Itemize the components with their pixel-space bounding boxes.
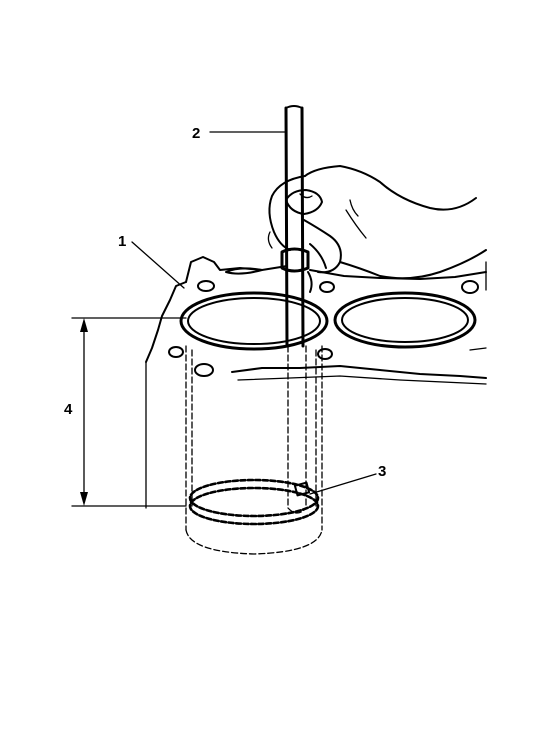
rod-hidden-portion [287, 345, 307, 514]
measuring-rod [280, 105, 310, 348]
engine-block-deck [145, 256, 487, 509]
hand-illustration [267, 165, 487, 293]
cylinder-hidden-outline [185, 345, 323, 555]
leader-lines [131, 131, 377, 495]
cylinder-bore-openings [179, 291, 477, 351]
callout-4: 4 [64, 401, 73, 418]
piston-ring [188, 478, 320, 526]
depth-dimension [71, 317, 187, 507]
callout-2: 2 [192, 125, 200, 142]
callout-3: 3 [378, 463, 386, 480]
gauge-tip [293, 481, 311, 497]
callout-1: 1 [118, 233, 126, 250]
